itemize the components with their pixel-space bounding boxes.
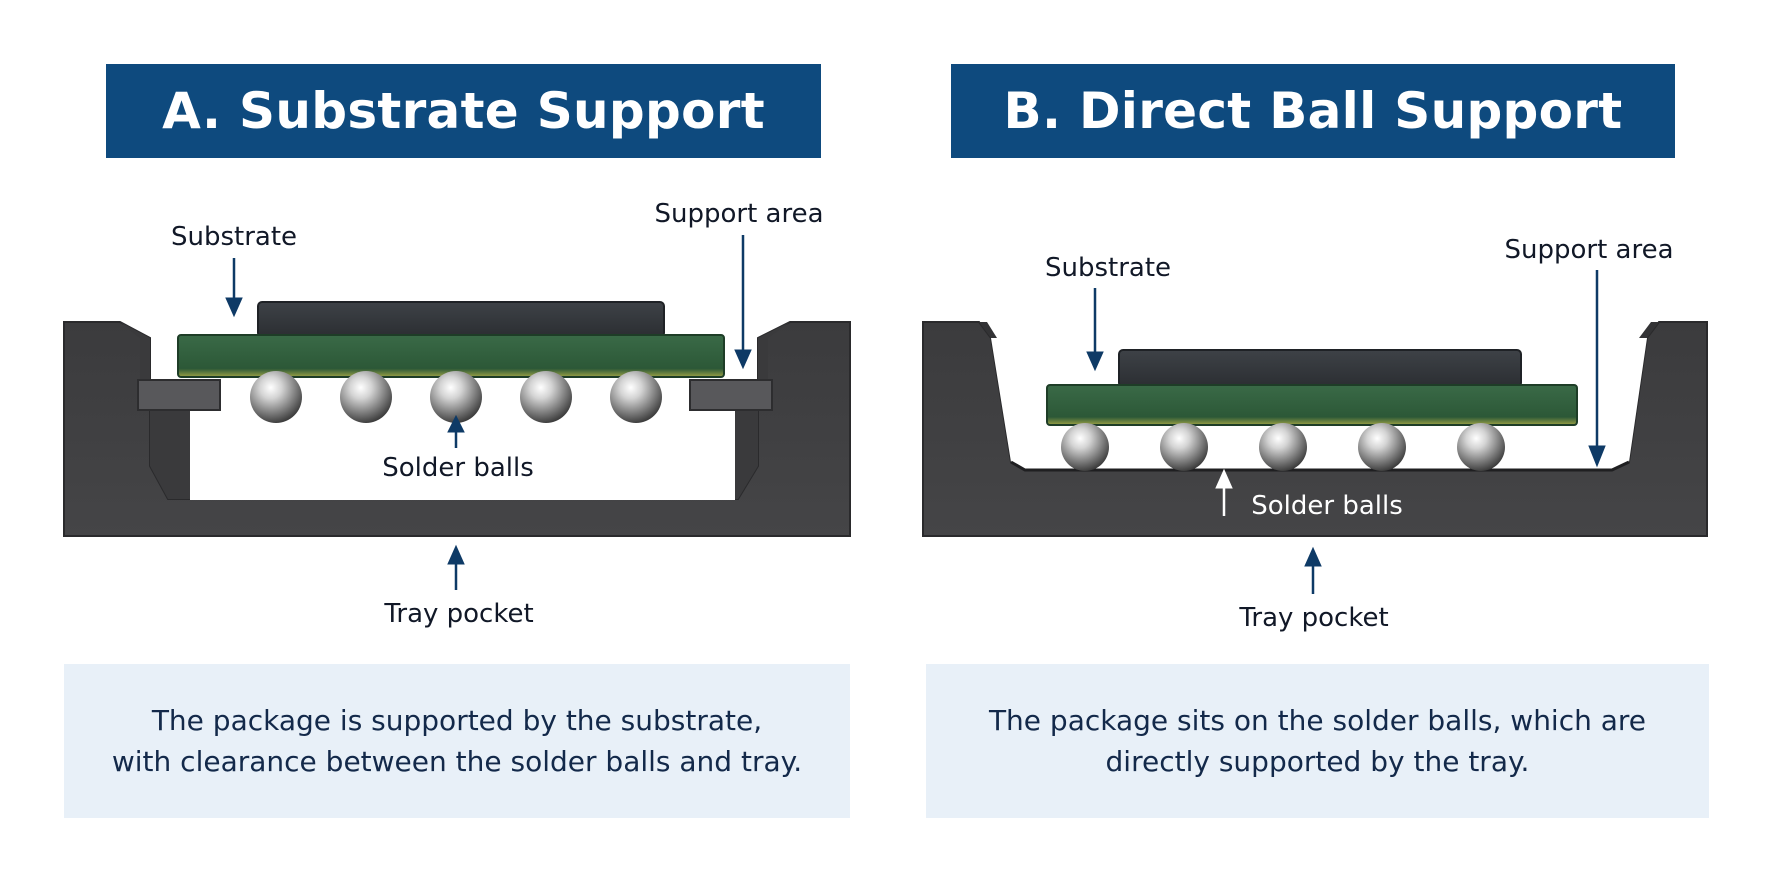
- panel-b-title-bar: B. Direct Ball Support: [951, 64, 1675, 158]
- up-arrow-icon: [447, 414, 465, 448]
- support-ledge-left: [137, 379, 221, 411]
- pocket-inner-wall-right: [735, 322, 790, 499]
- up-arrow-icon: [1304, 546, 1322, 594]
- support-ledge-right: [689, 379, 773, 411]
- label-tray-pocket: Tray pocket: [383, 599, 533, 629]
- label-solder-balls: Solder balls: [1251, 491, 1403, 521]
- substrate: [177, 334, 725, 378]
- down-arrow-icon: [225, 258, 243, 318]
- solder-ball: [430, 371, 482, 423]
- substrate: [1046, 384, 1578, 426]
- solder-ball: [610, 371, 662, 423]
- label-tray-pocket: Tray pocket: [1238, 603, 1388, 633]
- caption-line: The package sits on the solder balls, wh…: [988, 704, 1647, 737]
- down-arrow-icon: [1588, 270, 1606, 468]
- panel-direct-ball-support: B. Direct Ball Support: [887, 0, 1774, 887]
- panel-b-title: B. Direct Ball Support: [1003, 82, 1623, 140]
- caption-line: The package is supported by the substrat…: [151, 704, 763, 737]
- label-support-area: Support area: [654, 199, 823, 229]
- panel-a-title: A. Substrate Support: [162, 82, 765, 140]
- up-arrow-icon: [447, 544, 465, 590]
- solder-ball: [250, 371, 302, 423]
- label-substrate: Substrate: [1045, 253, 1171, 283]
- panel-substrate-support: A. Substrate Support: [63, 64, 851, 818]
- label-solder-balls: Solder balls: [382, 453, 534, 483]
- panel-a-title-bar: A. Substrate Support: [106, 64, 821, 158]
- caption-line: directly supported by the tray.: [1105, 745, 1530, 778]
- solder-ball: [1259, 423, 1307, 471]
- solder-ball: [1358, 423, 1406, 471]
- die: [257, 301, 665, 338]
- down-arrow-icon: [1086, 288, 1104, 372]
- solder-ball: [340, 371, 392, 423]
- solder-ball: [1160, 423, 1208, 471]
- label-substrate: Substrate: [171, 222, 297, 252]
- die: [1118, 349, 1522, 388]
- solder-ball: [520, 371, 572, 423]
- pocket-floor-line: [1010, 460, 1630, 472]
- caption-line: with clearance between the solder balls …: [111, 745, 803, 778]
- panel-b-caption: The package sits on the solder balls, wh…: [926, 664, 1709, 818]
- panel-a-caption: The package is supported by the substrat…: [64, 664, 850, 818]
- up-arrow-icon: [1215, 468, 1233, 516]
- solder-ball: [1457, 423, 1505, 471]
- label-support-area: Support area: [1504, 235, 1673, 265]
- solder-ball: [1061, 423, 1109, 471]
- panel-b-diagram: Substrate Support area Solder balls Tray…: [922, 235, 1708, 633]
- pocket-clearance: [190, 410, 735, 500]
- down-arrow-icon: [734, 235, 752, 370]
- panel-a-diagram: Substrate Support area Solder balls Tray…: [63, 199, 851, 629]
